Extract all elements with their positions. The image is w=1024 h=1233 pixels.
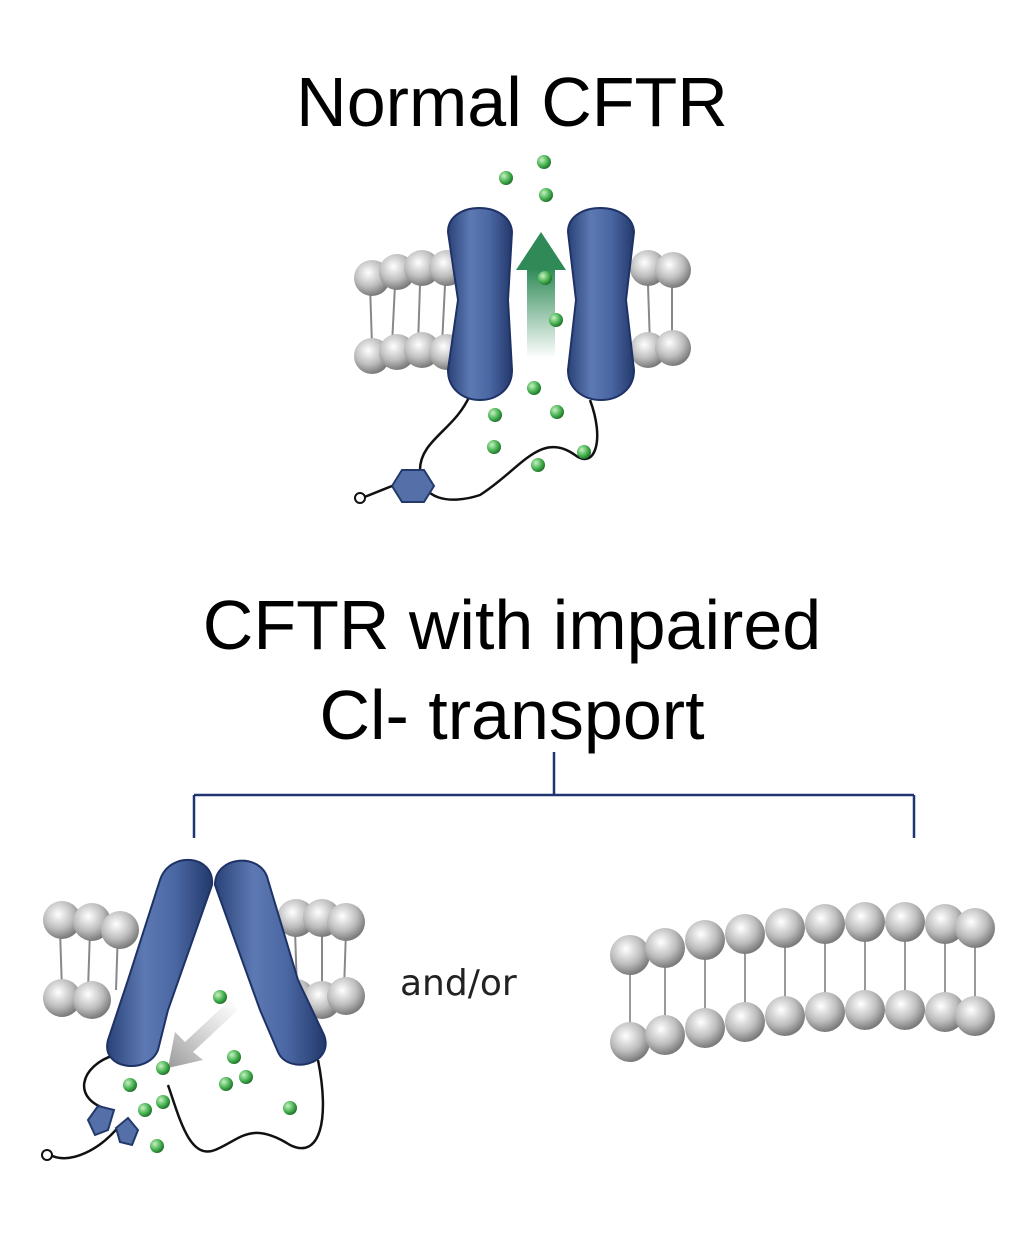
impaired-title-line-1: CFTR with impaired bbox=[202, 586, 822, 664]
gating-defect-membrane bbox=[43, 899, 365, 1019]
gating-tail-end bbox=[41, 1149, 53, 1161]
gating-defect-channel bbox=[106, 858, 327, 1067]
normal-cftr-title: Normal CFTR bbox=[296, 63, 728, 141]
gating-defect-tail bbox=[49, 1053, 325, 1160]
impaired-cftr-title: CFTR with impaired Cl- transport bbox=[0, 580, 1024, 760]
gating-chloride-ions bbox=[123, 990, 297, 1153]
and-or-label: and/or bbox=[400, 963, 517, 1004]
normal-cftr-channel bbox=[446, 207, 636, 401]
branch-bracket bbox=[192, 752, 916, 838]
missing-cftr-membrane bbox=[610, 902, 995, 1062]
chloride-flow-arrow bbox=[516, 232, 566, 358]
lipid-bilayer-right bbox=[630, 250, 691, 368]
normal-chloride-ions bbox=[487, 155, 591, 472]
gating-blocked-arrow bbox=[168, 1000, 238, 1068]
lipid-bilayer-left bbox=[354, 250, 465, 374]
gating-broken-nbd bbox=[86, 1104, 140, 1147]
normal-regulatory-tail bbox=[418, 394, 599, 501]
normal-nbd-hexagon bbox=[390, 469, 436, 503]
impaired-title-line-2: Cl- transport bbox=[319, 676, 705, 754]
